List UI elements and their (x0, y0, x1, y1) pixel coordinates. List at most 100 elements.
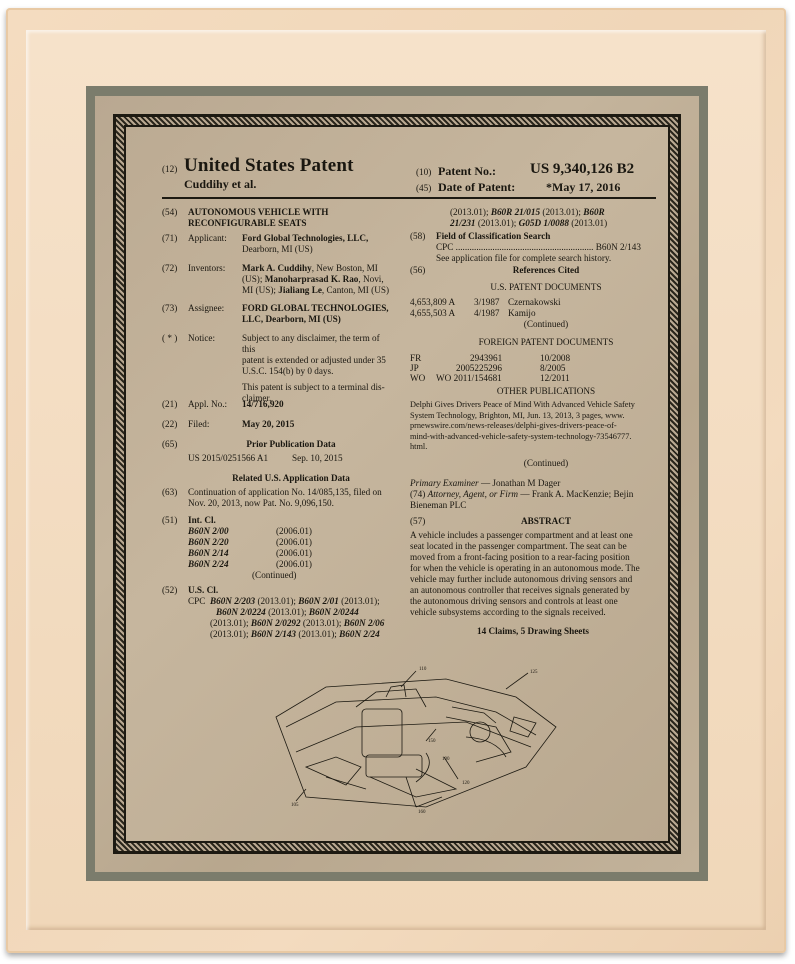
pub-number: US 2015/0251566 A1 (188, 453, 269, 463)
section-title: Related U.S. Application Data (232, 473, 350, 483)
list-item: B60N 2/14(2006.01) (188, 548, 312, 558)
field-73: (73) Assignee: FORD GLOBAL TECHNOLOGIES,… (162, 303, 394, 333)
field-num: (71) (162, 233, 178, 243)
section-title: References Cited (512, 265, 580, 275)
prior-publication: US 2015/0251566 A1 Sep. 10, 2015 (162, 453, 394, 473)
field-54: (54) AUTONOMOUS VEHICLE WITH RECONFIGURA… (162, 207, 394, 233)
inventor-location: MI (US); (242, 285, 279, 295)
section-title: Int. Cl. (188, 515, 216, 525)
field-51: (51) Int. Cl. B60N 2/00(2006.01) B60N 2/… (162, 515, 394, 585)
section-title: ABSTRACT (520, 516, 572, 526)
section-title: U.S. PATENT DOCUMENTS (490, 282, 602, 292)
continued-label: (Continued) (252, 570, 297, 580)
notice-text: This patent is subject to a terminal dis… (242, 382, 385, 392)
notice-text: Subject to any disclaimer, the term of t… (242, 333, 380, 354)
patent-drawing (275, 670, 557, 808)
abstract-text: A vehicle includes a passenger compartme… (410, 530, 640, 617)
citation-text: html. (410, 442, 428, 451)
search-cpc: CPC ....................................… (436, 242, 641, 252)
claims-summary: 14 Claims, 5 Drawing Sheets (476, 626, 590, 636)
field-label: Assignee: (188, 303, 225, 313)
field-num: (72) (162, 263, 178, 273)
field-65: (65) Prior Publication Data (162, 439, 394, 453)
list-item: B60N 2/24(2006.01) (188, 559, 312, 569)
kind-code-num: (12) (162, 164, 178, 174)
ref-label: 125 (530, 670, 538, 675)
patent-number: US 9,340,126 B2 (530, 161, 635, 177)
field-num: (65) (162, 439, 178, 449)
field-num: (51) (162, 515, 178, 525)
field-num: (57) (410, 516, 426, 526)
section-title: OTHER PUBLICATIONS (496, 386, 596, 396)
ref-label: 100 (442, 757, 450, 762)
field-num: (52) (162, 585, 178, 595)
notice: ( * ) Notice: Subject to any disclaimer,… (162, 333, 394, 403)
seat-back (361, 708, 403, 758)
applicant-location: Dearborn, MI (US) (242, 244, 313, 254)
date-label: Date of Patent: (438, 180, 516, 194)
int-cl-list: B60N 2/00(2006.01) B60N 2/20(2006.01) B6… (188, 526, 388, 581)
steering-wheel (469, 721, 491, 743)
vehicle-outline (275, 678, 557, 808)
ref-label: 160 (418, 810, 426, 815)
field-num: (54) (162, 207, 178, 217)
date-num: (45) (416, 183, 432, 193)
field-52: (52) U.S. Cl. CPC B60N 2/203 (2013.01); … (162, 585, 385, 639)
ref-label: 120 (462, 781, 470, 786)
field-label: Filed: (188, 419, 210, 429)
section-title: Field of Classification Search (436, 231, 551, 241)
field-num: (58) (410, 231, 426, 241)
notice-text: U.S.C. 154(b) by 0 days. (242, 366, 334, 376)
patent-no-num: (10) (416, 167, 432, 177)
field-num: (22) (162, 419, 178, 429)
field-21: (21) Appl. No.: 14/716,920 (162, 399, 394, 419)
inventor-location: , New Boston, MI (311, 263, 378, 273)
field-57: (57) ABSTRACT (410, 516, 656, 530)
attorney-firm: Bieneman PLC (410, 500, 467, 510)
field-num: ( * ) (162, 333, 178, 343)
other-publications: Delphi Gives Drivers Peace of Mind With … (410, 400, 656, 458)
field-num: (63) (162, 487, 178, 497)
field-56: (56) References Cited (410, 265, 656, 279)
appl-no: 14/716,920 (242, 399, 284, 409)
inventor-short: Cuddihy et al. (184, 177, 257, 191)
section-title: FOREIGN PATENT DOCUMENTS (478, 337, 614, 347)
assignee-name: LLC, Dearborn, MI (US) (242, 314, 341, 324)
field-label: Inventors: (188, 263, 226, 273)
inventor-name: Jialiang Le (278, 285, 322, 295)
applicant-name: Ford Global Technologies, LLC, (242, 233, 369, 243)
field-num: (21) (162, 399, 178, 409)
citation-text: System Technology, Brighton, MI, Jun. 13… (410, 410, 625, 420)
inventor-location: , Canton, MI (US) (321, 285, 390, 295)
attorney: (74) Attorney, Agent, or Firm — Frank A.… (410, 489, 634, 499)
continuation-text: Nov. 20, 2013, now Pat. No. 9,096,150. (188, 498, 334, 508)
section-title: Prior Publication Data (246, 439, 336, 449)
patent-no-label: Patent No.: (438, 164, 496, 178)
search-note: See application file for complete search… (436, 253, 612, 263)
examiner: Primary Examiner — Jonathan M Dager (410, 478, 561, 488)
ref-label: 150 (428, 739, 436, 744)
list-item: B60N 2/00(2006.01) (188, 526, 312, 536)
field-num: (56) (410, 265, 426, 275)
patent-document: (12) United States Patent Cuddihy et al.… (124, 125, 670, 843)
cpc-label: CPC (188, 596, 206, 606)
notice-text: claimer. (242, 393, 272, 403)
patent-title: United States Patent (184, 155, 354, 176)
field-71: (71) Applicant: Ford Global Technologies… (162, 233, 394, 263)
inventor-location: , Novi, (358, 274, 384, 284)
seat-cushion (365, 754, 423, 778)
field-72: (72) Inventors: Mark A. Cuddihy, New Bos… (162, 263, 394, 303)
uscl-continued: (2013.01); B60R 21/015 (2013.01); B60R (450, 207, 605, 217)
pub-date: Sep. 10, 2015 (292, 453, 343, 463)
header-rule (162, 197, 656, 199)
field-63: (63) Continuation of application No. 14/… (162, 487, 394, 515)
inventor-location: (US); (242, 274, 265, 284)
continued-label: (Continued) (523, 458, 569, 468)
inventor-name: Mark A. Cuddihy (242, 263, 312, 273)
field-num: (73) (162, 303, 178, 313)
field-label: Notice: (188, 333, 216, 343)
